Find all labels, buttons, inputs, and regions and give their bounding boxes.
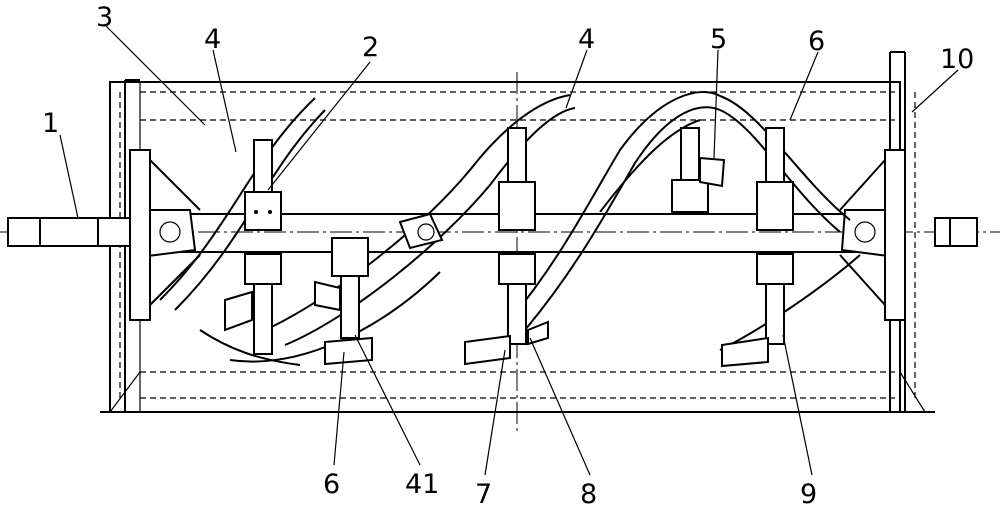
leader-lines [59,25,959,476]
main-shaft [7,213,978,253]
label-41: 41 [405,469,439,500]
label-4b: 4 [578,24,595,55]
label-10: 10 [940,44,974,75]
left-bearing-bracket [129,149,201,321]
hub-41 [331,237,369,277]
paddle-assemblies [224,127,794,368]
right-bearing-bracket [839,149,906,321]
label-3: 3 [96,2,113,33]
label-4a: 4 [204,24,221,55]
label-2: 2 [362,32,379,63]
label-8: 8 [580,479,597,510]
label-9: 9 [800,479,817,510]
hub-left-upper [244,191,282,231]
label-7: 7 [475,479,492,510]
label-1: 1 [42,108,59,139]
label-6b: 6 [323,469,340,500]
label-5: 5 [710,24,727,55]
part-labels: 1 2 3 4 4 5 6 10 6 41 7 8 9 [42,2,974,510]
label-6a: 6 [808,26,825,57]
